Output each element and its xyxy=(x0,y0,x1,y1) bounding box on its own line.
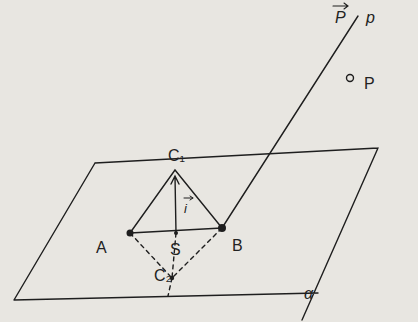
vector-arrow xyxy=(184,196,193,200)
plane-outline xyxy=(14,148,378,320)
point-label: A xyxy=(96,240,107,256)
point-p xyxy=(347,75,354,82)
line-label: p xyxy=(366,10,375,26)
triangle xyxy=(130,170,222,233)
point-label: P xyxy=(364,76,375,92)
points xyxy=(127,224,227,280)
vector-label: P xyxy=(335,10,346,26)
dashed-lines xyxy=(130,228,222,296)
point-label: B xyxy=(232,238,243,254)
vector-arrow xyxy=(333,3,348,9)
point-label: S xyxy=(170,242,181,258)
plane-label: α xyxy=(304,286,313,302)
point-label: C₁ xyxy=(168,148,185,164)
line-p xyxy=(222,16,358,228)
vector-i xyxy=(171,176,179,233)
vector-label: i xyxy=(184,202,187,215)
point-label: C₂ xyxy=(154,268,172,284)
